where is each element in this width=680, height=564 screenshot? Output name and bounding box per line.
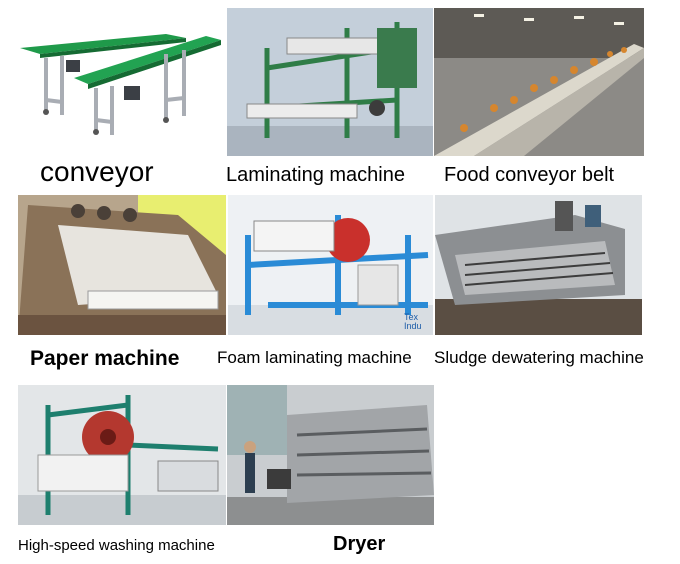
sludge-dewatering-machine-caption: Sludge dewatering machine <box>434 348 644 367</box>
food-conveyor-belt-caption: Food conveyor belt <box>444 164 615 186</box>
dryer-caption: Dryer <box>333 533 386 555</box>
foam-laminating-machine-caption: Foam laminating machine <box>217 348 412 367</box>
dryer-photo <box>227 385 434 525</box>
laminating-machine-photo <box>227 8 433 156</box>
conveyor-photo <box>16 20 224 145</box>
paper-machine-caption: Paper machine <box>30 347 180 370</box>
laminating-machine-caption: Laminating machine <box>226 164 405 186</box>
watermark-text: Tex Indu <box>404 312 422 331</box>
foam-laminating-machine-photo: Tex Indu <box>228 195 433 335</box>
food-conveyor-belt-photo <box>434 8 644 156</box>
sludge-dewatering-machine-photo <box>435 195 642 335</box>
high-speed-washing-machine-photo <box>18 385 226 525</box>
high-speed-washing-machine-caption: High-speed washing machine <box>18 537 215 554</box>
conveyor-caption: conveyor <box>40 156 154 187</box>
paper-machine-photo <box>18 195 226 335</box>
